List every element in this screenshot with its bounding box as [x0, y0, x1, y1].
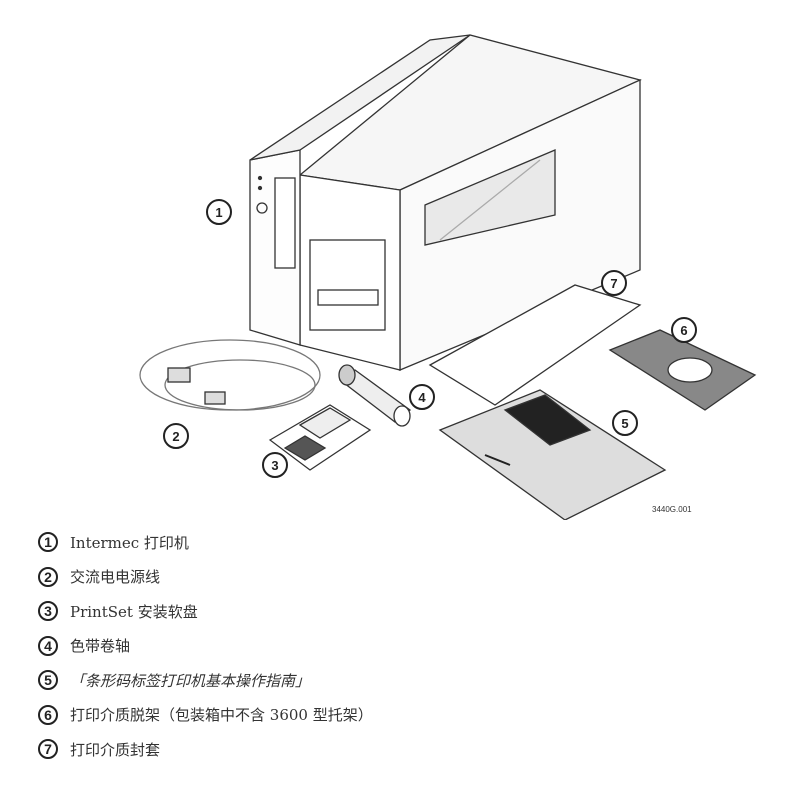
item-label: 打印介质脱架（包装箱中不含 3600 型托架） [70, 706, 373, 725]
package-contents-illustration: 1 2 3 4 5 6 7 [139, 34, 757, 520]
item-number: 6 [38, 704, 58, 725]
callout-5: 5 [612, 410, 638, 436]
legend-item: 4 色带卷轴 [38, 629, 373, 664]
svg-text:5: 5 [621, 416, 628, 431]
media-hanger-drawing [608, 329, 757, 411]
callout-1: 1 [206, 199, 232, 225]
media-cover-drawing [428, 284, 642, 406]
floppy-disk-drawing [268, 404, 372, 471]
item-number: 2 [38, 566, 58, 587]
svg-text:4: 4 [418, 390, 426, 405]
svg-text:6: 6 [680, 323, 687, 338]
svg-text:2: 2 [172, 429, 179, 444]
item-number: 4 [38, 635, 58, 656]
manual-drawing [438, 389, 667, 520]
item-number: 7 [38, 739, 58, 760]
legend-item: 1 Intermec 打印机 [38, 525, 373, 560]
item-label: 色带卷轴 [70, 637, 131, 656]
legend-item: 6 打印介质脱架（包装箱中不含 3600 型托架） [38, 698, 373, 733]
item-label: Intermec 打印机 [70, 533, 189, 552]
callout-7: 7 [601, 270, 627, 296]
item-label: 交流电电源线 [70, 568, 161, 587]
legend-item: 3 PrintSet 安装软盘 [38, 594, 373, 629]
item-label: 打印介质封套 [70, 740, 161, 759]
power-cord-drawing [139, 339, 321, 411]
item-number: 5 [38, 670, 58, 691]
item-number: 1 [38, 532, 58, 553]
printer-drawing [249, 34, 642, 371]
legend-list: 1 Intermec 打印机 2 交流电电源线 3 PrintSet 安装软盘 4 色带… [38, 525, 373, 767]
legend-item: 7 打印介质封套 [38, 732, 373, 767]
legend-item: 2 交流电电源线 [38, 560, 373, 595]
item-label: PrintSet 安装软盘 [70, 602, 198, 621]
legend-item: 5 「条形码标签打印机基本操作指南」 [38, 663, 373, 698]
callout-2: 2 [163, 423, 189, 449]
callout-6: 6 [671, 317, 697, 343]
svg-text:7: 7 [610, 276, 617, 291]
callout-4: 4 [409, 384, 435, 410]
callout-3: 3 [262, 452, 288, 478]
figure-id: 3440G.001 [652, 505, 692, 514]
svg-text:3: 3 [271, 458, 278, 473]
ribbon-roll-drawing [338, 364, 412, 427]
item-number: 3 [38, 601, 58, 622]
svg-text:1: 1 [215, 205, 222, 220]
item-label: 「条形码标签打印机基本操作指南」 [70, 671, 311, 690]
